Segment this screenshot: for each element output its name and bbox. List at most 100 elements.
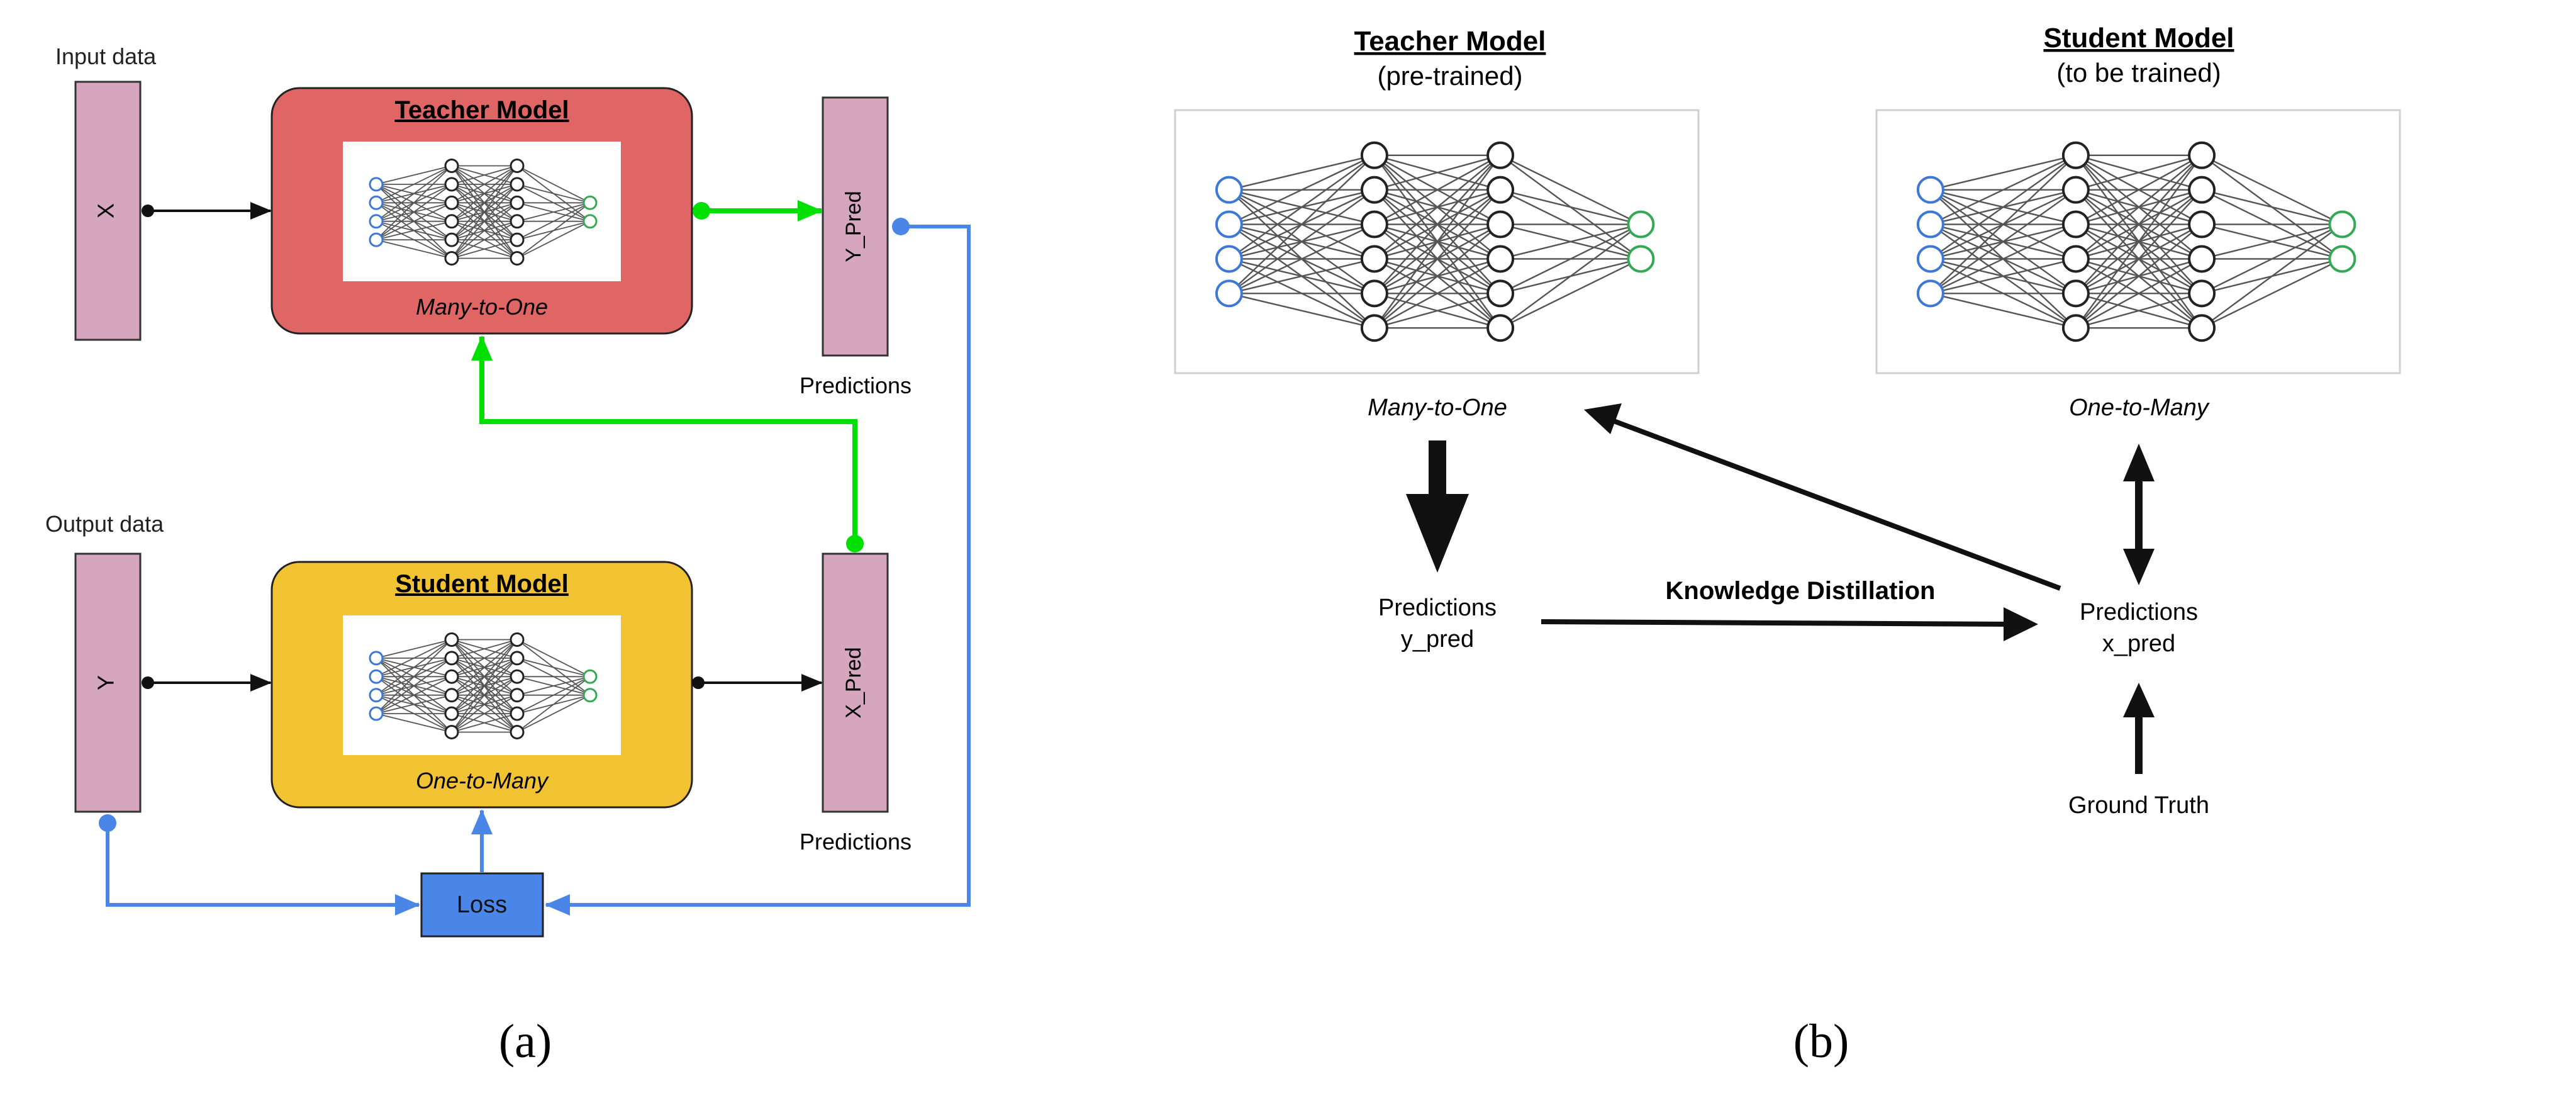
predictions-left-var: y_pred [1401, 626, 1474, 653]
x-block-label: X [93, 203, 119, 218]
nn-edge [376, 639, 452, 678]
nn-edge [2075, 258, 2202, 329]
panel-a: Input data Output data X Y Teacher Model… [45, 43, 971, 1068]
nn-hidden-node [510, 632, 525, 647]
nn-edge [1930, 154, 2077, 294]
nn-edge [516, 202, 591, 222]
nn-edge [1229, 154, 1375, 260]
nn-hidden-node [444, 632, 459, 647]
nn-edge [376, 165, 452, 222]
nn-edge [2201, 154, 2343, 225]
x-pred-block [822, 552, 889, 813]
nn-input-node [1215, 279, 1243, 308]
nn-edge [2201, 258, 2343, 329]
nn-edge [1374, 223, 1501, 329]
nn-edge [1930, 154, 2077, 191]
predictions-bottom-label: Predictions [800, 829, 912, 855]
nn-hidden-node [1360, 314, 1388, 342]
nn-edge [1500, 189, 1641, 225]
nn-edge [1500, 154, 1641, 225]
nn-edge [516, 184, 591, 204]
nn-hidden-node [510, 195, 525, 210]
nn-edge [376, 658, 452, 714]
nn-edge [1229, 293, 1375, 329]
y-block-label: Y [93, 675, 119, 690]
nn-edge [451, 165, 518, 185]
nn-output-node [583, 214, 598, 229]
nn-edge [2075, 155, 2203, 328]
nn-edge [1374, 154, 1501, 294]
nn-hidden-node [510, 725, 525, 739]
nn-input-node [1916, 176, 1944, 204]
nn-hidden-node [1360, 141, 1388, 169]
nn-edge [451, 639, 518, 733]
nn-edge [376, 165, 452, 204]
nn-hidden-node [444, 669, 459, 684]
nn-input-node [369, 669, 384, 684]
nn-edge [451, 220, 518, 259]
nn-edge [1374, 154, 1501, 191]
nn-edge [376, 184, 452, 240]
nn-edge [451, 165, 518, 222]
nn-edge [376, 202, 452, 240]
nn-output-node [1627, 245, 1655, 273]
predictions-left-label: Predictions [1378, 595, 1497, 621]
nn-edge [451, 639, 518, 714]
nn-hidden-node [444, 251, 459, 266]
nn-edge [2201, 223, 2343, 260]
nn-edge [2201, 223, 2343, 294]
nn-edge [516, 676, 591, 714]
nn-hidden-node [444, 195, 459, 210]
nn-hidden-node [1360, 279, 1388, 308]
nn-edge [451, 639, 518, 696]
nn-edge [376, 639, 452, 714]
nn-input-node [1916, 210, 1944, 238]
ground-truth-label: Ground Truth [2068, 792, 2209, 819]
nn-edge [2075, 293, 2202, 329]
nn-input-node [369, 706, 384, 721]
nn-hidden-node [444, 232, 459, 247]
nn-hidden-node [2188, 176, 2216, 204]
student-subtitle-b: One-to-Many [2069, 395, 2210, 421]
nn-edge [516, 676, 591, 733]
nn-hidden-node [1360, 210, 1388, 238]
nn-hidden-node [2188, 245, 2216, 273]
nn-input-node [1916, 279, 1944, 308]
nn-hidden-node [510, 251, 525, 266]
nn-edge [2201, 189, 2343, 225]
y-pred-block [822, 96, 889, 357]
input-data-label: Input data [55, 43, 157, 69]
nn-hidden-node [2188, 210, 2216, 238]
nn-hidden-node [2061, 279, 2090, 308]
nn-edge [1229, 154, 1375, 294]
nn-edge [1229, 258, 1375, 294]
nn-edge [516, 202, 591, 259]
knowledge-distillation-label: Knowledge Distillation [1666, 577, 1936, 605]
nn-hidden-node [1486, 245, 1515, 273]
nn-hidden-node [1486, 314, 1515, 342]
nn-edge [1930, 293, 2077, 329]
nn-hidden-node [2188, 141, 2216, 169]
nn-edge [2201, 223, 2343, 329]
nn-edge [516, 220, 591, 259]
nn-output-node [583, 195, 598, 210]
nn-edge [1229, 154, 1375, 191]
nn-input-node [1215, 176, 1243, 204]
nn-edge [451, 165, 518, 259]
student-subtitle-a: One-to-Many [416, 768, 549, 793]
nn-output-node [1627, 210, 1655, 238]
nn-edge [1373, 155, 1502, 328]
nn-edge [516, 165, 591, 204]
nn-edge [1374, 258, 1501, 329]
nn-edge [1930, 223, 2077, 294]
nn-hidden-node [2188, 314, 2216, 342]
y-data-block [74, 552, 142, 813]
feedback-to-teacher-arrow [1584, 403, 2061, 591]
nn-edge [451, 713, 518, 733]
black-connectors [142, 202, 823, 692]
nn-output-node [2328, 210, 2356, 238]
nn-edge [376, 165, 452, 240]
nn-edge [451, 658, 518, 733]
student-double-arrow [2123, 444, 2155, 585]
nn-edge [2075, 154, 2202, 225]
